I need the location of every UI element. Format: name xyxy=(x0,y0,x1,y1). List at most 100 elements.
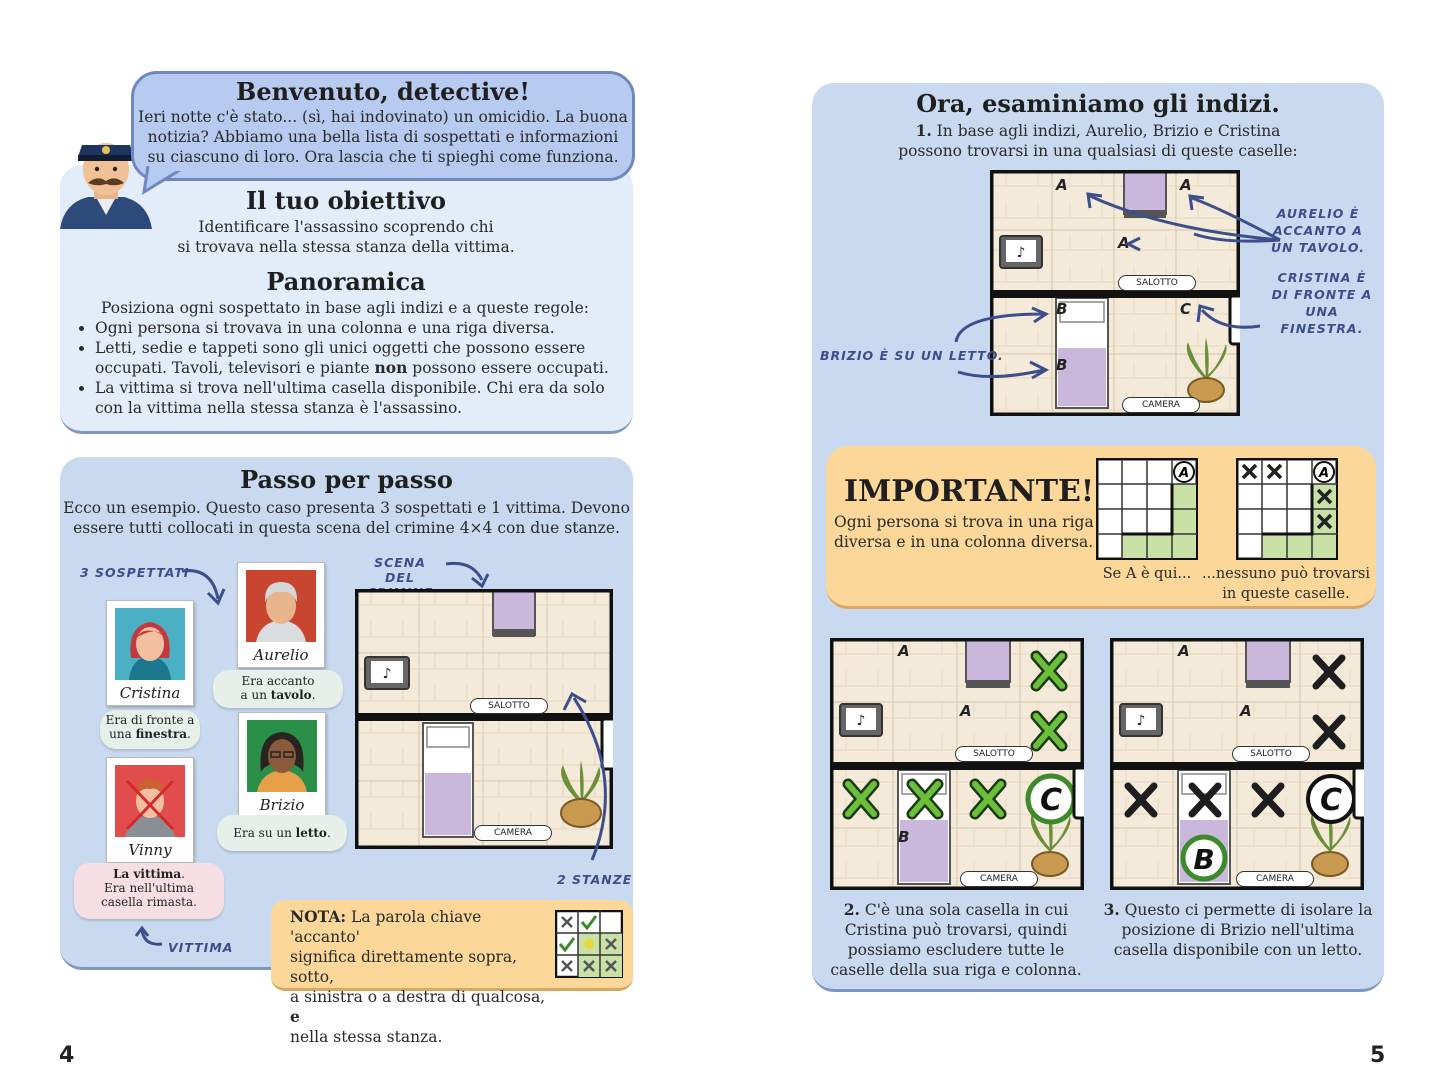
annotation-line: UNA FINESTRA. xyxy=(1280,304,1364,336)
room-label-living: SALOTTO xyxy=(955,746,1033,762)
grid-letter: A xyxy=(1239,702,1252,720)
grid-letter: A xyxy=(959,702,972,720)
goal-line: Identificare l'assassino scoprendo chi xyxy=(198,218,494,236)
clues-text: 1. In base agli indizi, Aurelio, Brizio … xyxy=(812,121,1384,161)
clue-line: una finestra. xyxy=(109,727,191,741)
step3-text-part: Questo ci permette di isolare la xyxy=(1119,901,1373,919)
clue-line: casella rimasta. xyxy=(101,895,197,909)
note-line: NOTA: La parola chiave 'accanto' xyxy=(290,907,555,947)
cristina-portrait xyxy=(115,608,185,680)
welcome-text: Ieri notte c'è stato... (sì, hai indovin… xyxy=(134,107,632,167)
room-label-bedroom: CAMERA xyxy=(1122,397,1200,413)
annotation-line: DI FRONTE A xyxy=(1271,287,1373,302)
victim-label: VITTIMA xyxy=(168,940,234,955)
rule-text: Letti, sedie e tappeti sono gli unici og… xyxy=(95,339,586,377)
brizio-card: Brizio xyxy=(238,712,326,818)
step3-text: 3. Questo ci permette di isolare la posi… xyxy=(1100,900,1376,960)
clue-bold: letto xyxy=(295,826,327,840)
note-bold: NOTA: xyxy=(290,907,347,926)
svg-text:♪: ♪ xyxy=(383,666,392,682)
grid-letter: B xyxy=(1056,356,1067,374)
rule-bold: non xyxy=(374,358,408,377)
rooms-label: 2 STANZE xyxy=(557,872,633,887)
grid-letter: A xyxy=(1117,234,1130,252)
annotation-line: UN TAVOLO. xyxy=(1270,240,1366,255)
goal-text: Identificare l'assassino scoprendo chi s… xyxy=(131,217,561,257)
overview-text: Posiziona ogni sospettato in base agli i… xyxy=(75,298,615,418)
clues-text-part: In base agli indizi, Aurelio, Brizio e C… xyxy=(931,122,1281,140)
annotation-line: ACCANTO A xyxy=(1273,223,1363,238)
cristina-annotation: CRISTINA È DI FRONTE A UNA FINESTRA. xyxy=(1264,269,1380,337)
note-grid-icon xyxy=(555,910,623,978)
step-title: Passo per passo xyxy=(240,465,453,494)
step-number: 2. xyxy=(843,900,860,919)
important-line: Ogni persona si trova in una riga xyxy=(834,513,1094,531)
annotation-line: CRISTINA È xyxy=(1277,270,1367,285)
brizio-arrows-icon xyxy=(954,306,1050,380)
grid-letter: C xyxy=(1320,783,1342,818)
room-label-living: SALOTTO xyxy=(470,698,548,714)
clue-bold: La vittima xyxy=(113,867,182,881)
vinny-card: Vinny xyxy=(106,757,194,863)
step2-line: possiamo escludere tutte le xyxy=(847,941,1065,959)
svg-text:♪: ♪ xyxy=(1017,245,1026,261)
brizio-clue: Era su un letto. xyxy=(217,815,347,851)
vinny-clue: La vittima. Era nell'ultima casella rima… xyxy=(74,863,224,919)
rule-item: Letti, sedie e tappeti sono gli unici og… xyxy=(95,338,615,378)
step3-grid: ♪ A A C B xyxy=(1110,638,1364,890)
room-label-bedroom: CAMERA xyxy=(960,871,1038,887)
clue-scene-grid: ♪ A A A B B C xyxy=(990,170,1240,416)
step-text: Ecco un esempio. Questo caso presenta 3 … xyxy=(60,498,633,538)
scene-arrow-icon xyxy=(445,561,490,588)
victim-arrow-icon xyxy=(134,926,163,946)
note-bold: e xyxy=(290,1007,300,1026)
clue-text: Era su un xyxy=(233,826,296,840)
cristina-clue: Era di fronte a una finestra. xyxy=(100,710,200,749)
welcome-line: Ieri notte c'è stato... (sì, hai indovin… xyxy=(138,108,628,126)
clue-text: a un xyxy=(240,688,271,702)
overview-intro: Posiziona ogni sospettato in base agli i… xyxy=(100,299,590,317)
note-text-part: a sinistra o a destra di qualcosa, xyxy=(290,988,546,1006)
grid-letter: B xyxy=(898,828,909,846)
clue-bold: finestra xyxy=(135,727,188,741)
clue-line: Era accanto xyxy=(241,674,315,688)
rule-text: La vittima si trova nell'ultima casella … xyxy=(95,379,605,417)
grid-letter: A xyxy=(897,642,910,660)
step-number: 1. xyxy=(915,121,932,140)
crime-scene-grid: ♪ xyxy=(355,589,613,849)
rule-item: La vittima si trova nell'ultima casella … xyxy=(95,378,615,418)
cristina-name: Cristina xyxy=(119,684,181,702)
welcome-line: su ciascuno di loro. Ora lascia che ti s… xyxy=(147,148,619,166)
step2-text-part: C'è una sola casella in cui xyxy=(859,901,1069,919)
goal-line: si trovava nella stessa stanza della vit… xyxy=(177,238,515,256)
caption-b: ...nessuno può trovarsi in queste casell… xyxy=(1196,564,1376,604)
aurelio-name: Aurelio xyxy=(253,646,309,664)
note-line: significa direttamente sopra, sotto, xyxy=(290,948,518,986)
welcome-line: notizia? Abbiamo una bella lista di sosp… xyxy=(147,128,619,146)
step2-line: 2. C'è una sola casella in cui xyxy=(820,900,1092,920)
step2-line: caselle della sua riga e colonna. xyxy=(830,961,1082,979)
step-line: Ecco un esempio. Questo caso presenta 3 … xyxy=(63,499,630,517)
grid-letter: A xyxy=(1178,466,1189,481)
room-label-living: SALOTTO xyxy=(1118,275,1196,291)
grid-letter: A xyxy=(1055,176,1068,194)
aurelio-clue: Era accanto a un tavolo. xyxy=(213,670,343,708)
room-label-bedroom: CAMERA xyxy=(474,825,552,841)
caption-line: in queste caselle. xyxy=(1222,586,1350,602)
step-line: essere tutti collocati in questa scena d… xyxy=(73,519,620,537)
clue-line: Era nell'ultima xyxy=(103,881,195,895)
aurelio-card: Aurelio xyxy=(237,562,325,668)
important-line: diversa e in una colonna diversa. xyxy=(834,533,1094,551)
note-text: NOTA: La parola chiave 'accanto' signifi… xyxy=(290,907,555,1047)
brizio-name: Brizio xyxy=(259,796,305,814)
rule-item: Ogni persona si trovava in una colonna e… xyxy=(95,318,615,338)
rule-text: possono essere occupati. xyxy=(407,359,609,377)
objective-panel xyxy=(60,165,633,434)
grid-letter: A xyxy=(1179,176,1192,194)
clue-line: Era di fronte a xyxy=(105,713,195,727)
room-label-bedroom: CAMERA xyxy=(1236,871,1314,887)
detective-avatar xyxy=(60,143,152,229)
step2-grid: ♪ A A B C xyxy=(830,638,1084,890)
grid-letter: B xyxy=(1056,300,1067,318)
suspects-arrow-icon xyxy=(181,569,226,606)
